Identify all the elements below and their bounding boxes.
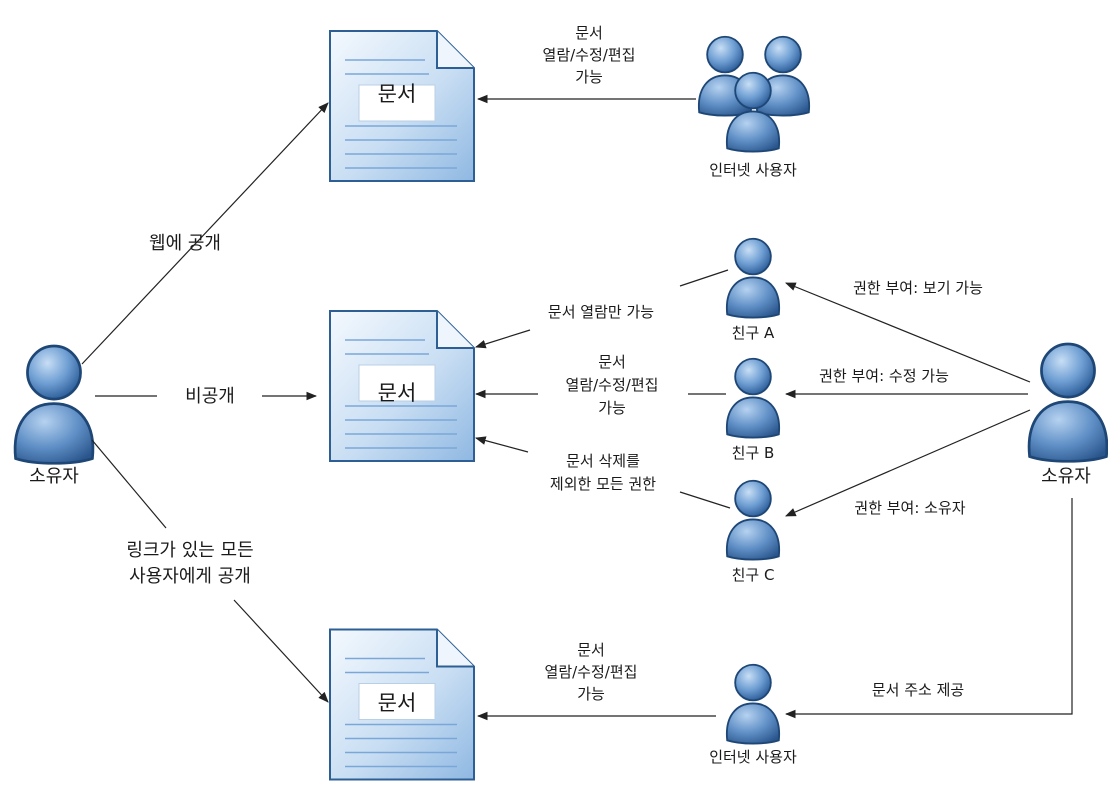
friend-a-access: 문서 열람만 가능	[548, 303, 654, 321]
edge-web-label: 웹에 공개	[149, 233, 221, 254]
owner-label: 소유자	[29, 466, 79, 487]
edge-link-label-1: 링크가 있는 모든	[126, 540, 253, 561]
user-label: 인터넷 사용자	[709, 748, 797, 766]
bottom-access-1: 문서	[577, 641, 605, 659]
document-top: 문서	[329, 30, 475, 182]
top-access-1: 문서	[575, 24, 603, 42]
grant-b-label: 권한 부여: 수정 가능	[819, 367, 949, 385]
edge-link-b	[233, 599, 329, 703]
bottom-access-2: 열람/수정/편집	[545, 663, 638, 681]
owner-icon	[13, 344, 95, 465]
document-middle: 문서	[329, 310, 475, 462]
top-access-3: 가능	[575, 68, 603, 86]
document-label: 문서	[378, 691, 417, 715]
owner-icon	[1027, 342, 1108, 463]
edge-provide	[784, 498, 1073, 719]
document-bottom: 문서	[328, 628, 476, 781]
owner-label: 소유자	[1041, 466, 1091, 487]
friend-icon	[725, 237, 781, 319]
edge-link-a	[91, 439, 167, 529]
top-access-2: 열람/수정/편집	[543, 46, 636, 64]
grant-a-label: 권한 부여: 보기 가능	[853, 279, 983, 297]
grant-c-label: 권한 부여: 소유자	[854, 499, 965, 517]
friend-b-access-2: 열람/수정/편집	[566, 376, 659, 394]
friend-label: 친구 C	[732, 566, 775, 584]
bottom-access-3: 가능	[577, 685, 605, 703]
friend-b-access-1: 문서	[598, 353, 626, 371]
friend-label: 친구 B	[732, 444, 775, 462]
edge-friend-a-a	[679, 269, 729, 287]
owner-right: 소유자	[1027, 342, 1108, 487]
friend-b: 친구 B	[725, 357, 781, 462]
edge-web	[81, 102, 329, 365]
user-icon	[725, 663, 781, 745]
friend-icon	[725, 357, 781, 439]
document-label: 문서	[378, 381, 417, 405]
provide-label: 문서 주소 제공	[872, 681, 964, 699]
friend-c-access-2: 제외한 모든 권한	[550, 475, 656, 493]
edge-link-label-2: 사용자에게 공개	[129, 566, 251, 587]
internet-user-bottom: 인터넷 사용자	[709, 663, 797, 766]
edge-friend-c-a	[679, 491, 731, 509]
edge-private-label: 비공개	[185, 386, 235, 407]
internet-user-group: 인터넷 사용자	[697, 35, 811, 179]
document-label: 문서	[378, 82, 417, 106]
group-label: 인터넷 사용자	[709, 161, 797, 179]
edge-grant-c	[785, 409, 1031, 517]
edge-friend-a-b	[474, 329, 531, 349]
edge-grant-a	[784, 282, 1031, 383]
friend-label: 친구 A	[732, 324, 775, 342]
friend-b-access-3: 가능	[598, 399, 626, 417]
friend-icon	[725, 479, 781, 561]
owner-left: 소유자	[13, 344, 95, 487]
edge-friend-c-b	[474, 436, 529, 453]
friend-c: 친구 C	[725, 479, 781, 584]
friend-c-access-1: 문서 삭제를	[566, 452, 640, 470]
friend-a: 친구 A	[725, 237, 781, 342]
